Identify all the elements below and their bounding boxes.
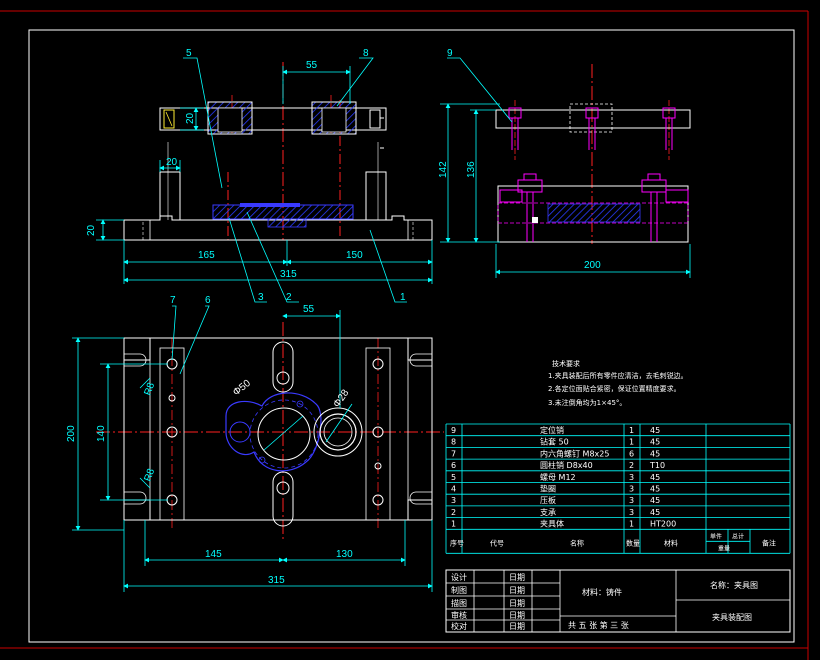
bom-header-no: 序号 <box>450 538 464 547</box>
top-label-6: 6 <box>205 295 211 306</box>
title-row-label-1: 设计 <box>451 572 467 582</box>
front-dim-center-gap: 55 <box>306 60 318 71</box>
bom-row-qty: 6 <box>629 449 634 458</box>
bom-row-material: HT200 <box>650 520 676 529</box>
front-dim-plate-thick: 20 <box>185 112 196 124</box>
top-dim-radius-top: R8 <box>142 381 157 397</box>
top-dim-right-part: 130 <box>336 549 353 560</box>
side-view: 142 136 200 9 <box>438 48 691 278</box>
title-row-label-4: 审核 <box>451 610 467 620</box>
bom-row-no: 3 <box>451 496 456 505</box>
front-dim-left-part: 165 <box>198 250 215 261</box>
bom-row-material: 45 <box>650 508 660 517</box>
bom-row-name: 支承 <box>540 507 556 517</box>
side-dim-height-inner: 136 <box>466 161 477 178</box>
title-date-1: 日期 <box>509 573 525 582</box>
notes-title: 技术要求 <box>552 359 580 368</box>
bom-row-material: 45 <box>650 485 660 494</box>
front-dim-right-part: 150 <box>346 250 363 261</box>
front-label-8: 8 <box>363 48 369 59</box>
title-sheet-info: 共 五 张 第 三 张 <box>568 620 629 630</box>
bom-row-qty: 1 <box>629 426 634 435</box>
title-row-label-5: 校对 <box>451 621 467 631</box>
bom-row-name: 夹具体 <box>540 519 564 529</box>
bom-row-qty: 3 <box>629 496 634 505</box>
bom-row-qty: 3 <box>629 473 634 482</box>
bom-row-qty: 3 <box>629 485 634 494</box>
notes-item-1: 1.夹具装配后所有零件应清洁，去毛刺锐边。 <box>548 371 688 380</box>
bom-row-no: 6 <box>451 461 456 470</box>
bom-row-qty: 1 <box>629 520 634 529</box>
bom-row-material: 45 <box>650 449 660 458</box>
bom-header-total: 总计 <box>732 532 744 540</box>
bom-header-material: 材料 <box>664 538 678 547</box>
bom-row-name: 钻套 50 <box>540 437 569 447</box>
bom-row-name: 压板 <box>540 495 556 505</box>
side-label-9: 9 <box>447 48 453 59</box>
top-label-7: 7 <box>170 295 176 306</box>
notes-item-3: 3.未注倒角均为1×45°。 <box>548 398 626 407</box>
front-view: 55 20 20 20 165 150 315 5 8 3 2 1 <box>86 48 433 303</box>
bom-header-remark: 备注 <box>762 538 776 547</box>
front-label-5: 5 <box>186 48 192 59</box>
title-row-label-2: 制图 <box>451 585 467 595</box>
bom-row-no: 5 <box>451 473 456 482</box>
title-material: 材料：铸件 <box>582 587 622 597</box>
bom-row-name: 定位销 <box>540 425 564 435</box>
technical-notes: 技术要求 1.夹具装配后所有零件应清洁，去毛刺锐边。 2.各定位面贴合紧密，保证… <box>548 359 688 407</box>
top-dim-height-total: 200 <box>66 425 77 442</box>
top-dim-width-total: 315 <box>268 575 285 586</box>
bom-header-code: 代号 <box>490 538 504 547</box>
bom-row-name: 垫圈 <box>540 484 556 494</box>
title-drawing-type: 夹具装配图 <box>712 612 752 622</box>
notes-item-2: 2.各定位面贴合紧密，保证位置精度要求。 <box>548 384 681 393</box>
bom-row-material: 45 <box>650 426 660 435</box>
bom-row-material: 45 <box>650 496 660 505</box>
front-dim-base-thick: 20 <box>86 224 97 236</box>
bom-row-no: 8 <box>451 438 456 447</box>
title-row-label-3: 描图 <box>451 598 467 608</box>
title-date-3: 日期 <box>509 599 525 608</box>
top-view: 55 200 140 145 130 315 R8 R8 7 6 Φ50 Φ28 <box>66 295 444 592</box>
side-dim-height-total: 142 <box>438 161 449 178</box>
front-label-1: 1 <box>400 292 406 303</box>
front-label-3: 3 <box>258 292 264 303</box>
bom-row-name: 圆柱销 D8x40 <box>540 460 593 470</box>
bom-row-no: 4 <box>451 485 456 494</box>
side-dim-width: 200 <box>584 260 601 271</box>
bom-header-qty: 数量 <box>626 538 640 547</box>
bom-row-no: 9 <box>451 426 456 435</box>
top-dim-radius-bottom: R8 <box>142 467 157 483</box>
bom-row-name: 螺母 M12 <box>540 472 576 482</box>
front-dim-width-total: 315 <box>280 269 297 280</box>
top-dim-left-part: 145 <box>205 549 222 560</box>
title-block: 设计 制图 描图 审核 校对 日期 日期 日期 日期 日期 材料：铸件 共 五 … <box>445 569 791 633</box>
bom-row-qty: 1 <box>629 438 634 447</box>
bom-row-no: 7 <box>451 449 456 458</box>
title-date-5: 日期 <box>509 622 525 631</box>
bom-row-material: 45 <box>650 473 660 482</box>
front-label-2: 2 <box>286 292 292 303</box>
bom-row-qty: 3 <box>629 508 634 517</box>
top-dim-center-gap: 55 <box>303 304 315 315</box>
bom-row-name: 内六角螺钉 M8x25 <box>540 448 609 458</box>
bom-header-single: 单件 <box>710 532 722 540</box>
bom-row-no: 1 <box>451 520 456 529</box>
bom-row-material: T10 <box>649 461 665 470</box>
bom-header-name: 名称 <box>570 538 584 547</box>
bom-row-material: 45 <box>650 438 660 447</box>
title-date-4: 日期 <box>509 611 525 620</box>
front-dim-post-width: 20 <box>166 157 178 168</box>
bom-row-qty: 2 <box>629 461 634 470</box>
top-dim-height-inner: 140 <box>96 425 107 442</box>
bom-row-no: 2 <box>451 508 456 517</box>
bom-header-weight: 重量 <box>718 544 730 552</box>
title-date-2: 日期 <box>509 586 525 595</box>
title-drawing-name: 名称：夹具图 <box>710 580 758 590</box>
